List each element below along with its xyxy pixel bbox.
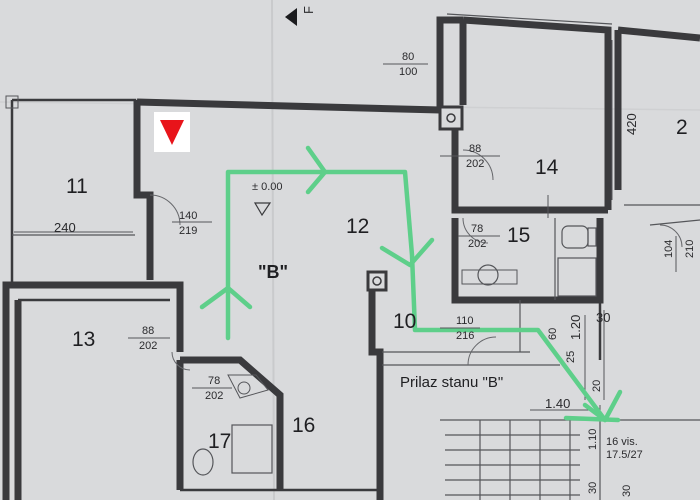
counter [461, 269, 518, 285]
dimension-text: 30 [621, 485, 633, 497]
room-label-16: 16 [292, 414, 315, 437]
dimension-text: 30 [596, 310, 610, 325]
svg-text:88: 88 [469, 143, 481, 155]
outer-wall [436, 16, 463, 110]
route-arrow-icon [199, 285, 253, 310]
room-label-14: 14 [535, 156, 559, 179]
wall [368, 290, 384, 500]
dimension-text: 20 [591, 380, 603, 392]
svg-text:140: 140 [179, 210, 197, 222]
svg-text:110: 110 [456, 315, 474, 327]
door-size: 78 202 [458, 223, 500, 250]
svg-text:78: 78 [208, 375, 220, 387]
dimension-text: 30 [587, 482, 599, 494]
dimension-text: 1.40 [545, 396, 570, 411]
dimension-text: 1.20 [568, 315, 583, 340]
room-label-11: 11 [66, 175, 88, 198]
wall [180, 356, 284, 490]
door-swing [659, 224, 683, 248]
column [438, 105, 464, 131]
dimension-text: 420 [624, 113, 639, 135]
svg-text:202: 202 [468, 238, 486, 250]
dimension-text: 60 [547, 328, 559, 340]
svg-text:104: 104 [663, 240, 675, 258]
warning-triangle-icon [285, 8, 297, 26]
svg-text:210: 210 [684, 240, 696, 258]
corner-sink [227, 374, 269, 399]
outer-wall [133, 100, 154, 280]
door-size: 88 202 [128, 325, 170, 352]
wall [451, 130, 608, 214]
route-path [563, 415, 621, 423]
column [372, 276, 382, 286]
svg-text:219: 219 [179, 225, 197, 237]
door-swing [467, 336, 497, 366]
level-mark-icon [253, 202, 272, 217]
room-label-17: 17 [208, 430, 231, 453]
door-size: 140 219 [172, 210, 212, 237]
room-label-13: 13 [72, 328, 95, 351]
svg-text:202: 202 [466, 158, 484, 170]
shower-tray [557, 257, 597, 297]
route-arrow-icon [582, 389, 623, 423]
unit-label: "B" [258, 262, 288, 282]
room-label-12: 12 [346, 215, 369, 238]
dimension-text: 1.10 [587, 429, 599, 450]
level-mark-text: ± 0.00 [252, 181, 283, 193]
svg-text:88: 88 [142, 325, 154, 337]
stairs [440, 419, 700, 500]
route-arrow-icon [379, 237, 435, 268]
wall [462, 16, 612, 210]
door-swing [171, 351, 191, 371]
wall [12, 98, 137, 185]
sink-icon [237, 381, 251, 395]
top-fragment-label: F [301, 6, 316, 14]
room-label-10: 10 [393, 310, 416, 333]
wall [451, 218, 604, 304]
column [5, 95, 19, 109]
toilet-icon [561, 225, 589, 249]
svg-text:78: 78 [471, 223, 483, 235]
door-swing [462, 149, 494, 181]
column [446, 113, 456, 123]
dimension-text: 25 [565, 351, 577, 363]
stairs-count: 16 vis. [606, 436, 638, 448]
door-swing [149, 194, 181, 226]
route-path [225, 169, 608, 423]
dimension-text: 240 [54, 220, 76, 235]
door-size: 110 216 [440, 315, 480, 342]
entrance-marker-icon [160, 120, 184, 145]
door-size: 88 202 [440, 143, 500, 170]
outer-wall [136, 98, 441, 114]
door-size: 104 210 [663, 236, 696, 272]
door-size: 80 100 [383, 51, 428, 78]
svg-text:100: 100 [399, 66, 417, 78]
svg-text:202: 202 [205, 390, 223, 402]
stairs-size: 17.5/27 [606, 449, 643, 461]
route-arrow-icon [305, 145, 328, 195]
wall [617, 26, 700, 42]
bathtub [231, 424, 273, 474]
room-label-2: 2 [676, 116, 688, 139]
toilet-tank [587, 227, 597, 247]
room-label-15: 15 [507, 224, 530, 247]
toilet-icon [192, 448, 214, 476]
svg-text:202: 202 [139, 340, 157, 352]
approach-label: Prilaz stanu "B" [400, 374, 503, 391]
wall [2, 281, 184, 500]
svg-text:80: 80 [402, 51, 414, 63]
sink-icon [477, 264, 499, 286]
wall [649, 219, 700, 226]
wall [446, 13, 613, 25]
column [366, 270, 388, 292]
svg-text:216: 216 [456, 330, 474, 342]
door-size: 78 202 [192, 375, 232, 402]
paper-fold-line [271, 0, 275, 500]
